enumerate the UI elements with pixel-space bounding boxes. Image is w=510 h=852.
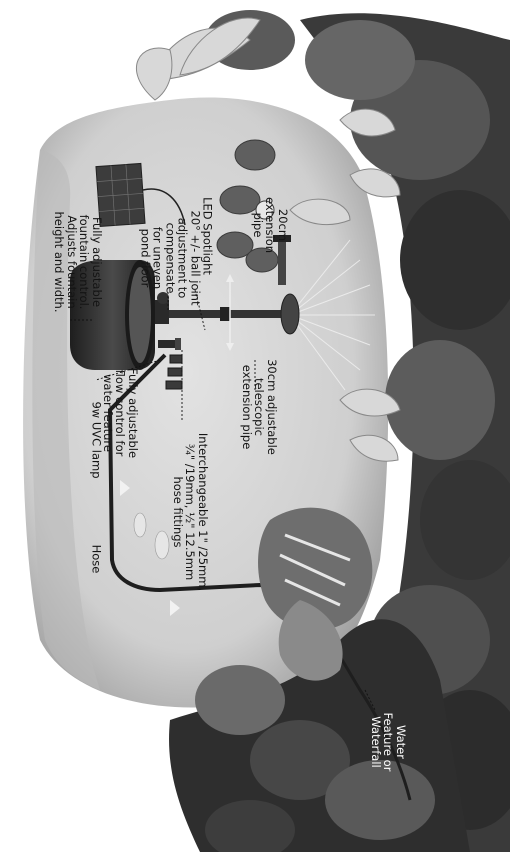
label-hose: Hose [90,545,103,574]
label-telescopic-pipe: 30cm adjustable telescopic extension pip… [240,359,278,455]
label-fountain-control: Fully adjustable fountain control. Adjus… [53,212,103,313]
label-water-feature: Water Feature or Waterfall [369,713,407,772]
label-extension-pipe: 20cm extension pipe [251,197,289,253]
label-ball-joint: 20° +/- ball joint adjustment to compens… [139,211,202,306]
label-led-spotlight: LED Spotlight [201,197,214,275]
label-hose-fittings: Interchangeable 1" /25mm, ¾" /19mm, ½" 1… [171,433,209,591]
label-flow-control: Fully adjustable flow control for water … [101,368,139,458]
